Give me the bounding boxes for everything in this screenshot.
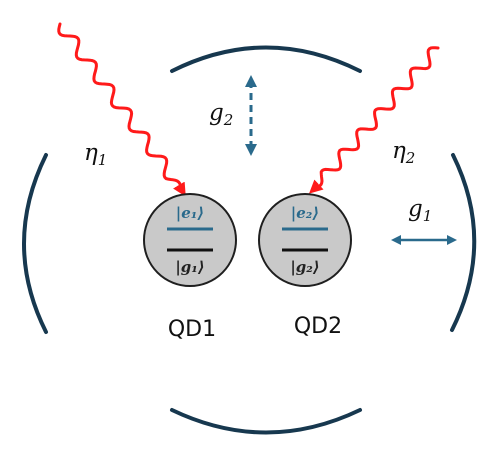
- eta1-label: η1: [84, 140, 107, 169]
- mirror-right: [450, 153, 477, 332]
- qd2-label: QD2: [294, 314, 342, 339]
- wavy-laser-arrow-icon: [57, 22, 186, 197]
- eta2-label: η2: [392, 138, 415, 167]
- quantum-dot-1: |e₁⟩ |g₁⟩: [143, 193, 237, 287]
- wavy-laser-arrow-icon: [309, 46, 440, 194]
- qd2-excited-state-label: |e₂⟩: [291, 204, 319, 222]
- qd1-excited-state-label: |e₁⟩: [176, 204, 204, 222]
- mirror-top: [170, 45, 362, 73]
- quantum-dot-2: |e₂⟩ |g₂⟩: [258, 193, 352, 287]
- qd1-label: QD1: [168, 317, 216, 342]
- g2-label: g2: [209, 100, 233, 129]
- mirror-left: [22, 153, 48, 334]
- qd2-ground-state-label: |g₂⟩: [290, 258, 319, 276]
- mirror-bottom: [170, 408, 362, 435]
- g1-label: g1: [408, 196, 432, 225]
- qd1-ground-state-label: |g₁⟩: [175, 258, 204, 276]
